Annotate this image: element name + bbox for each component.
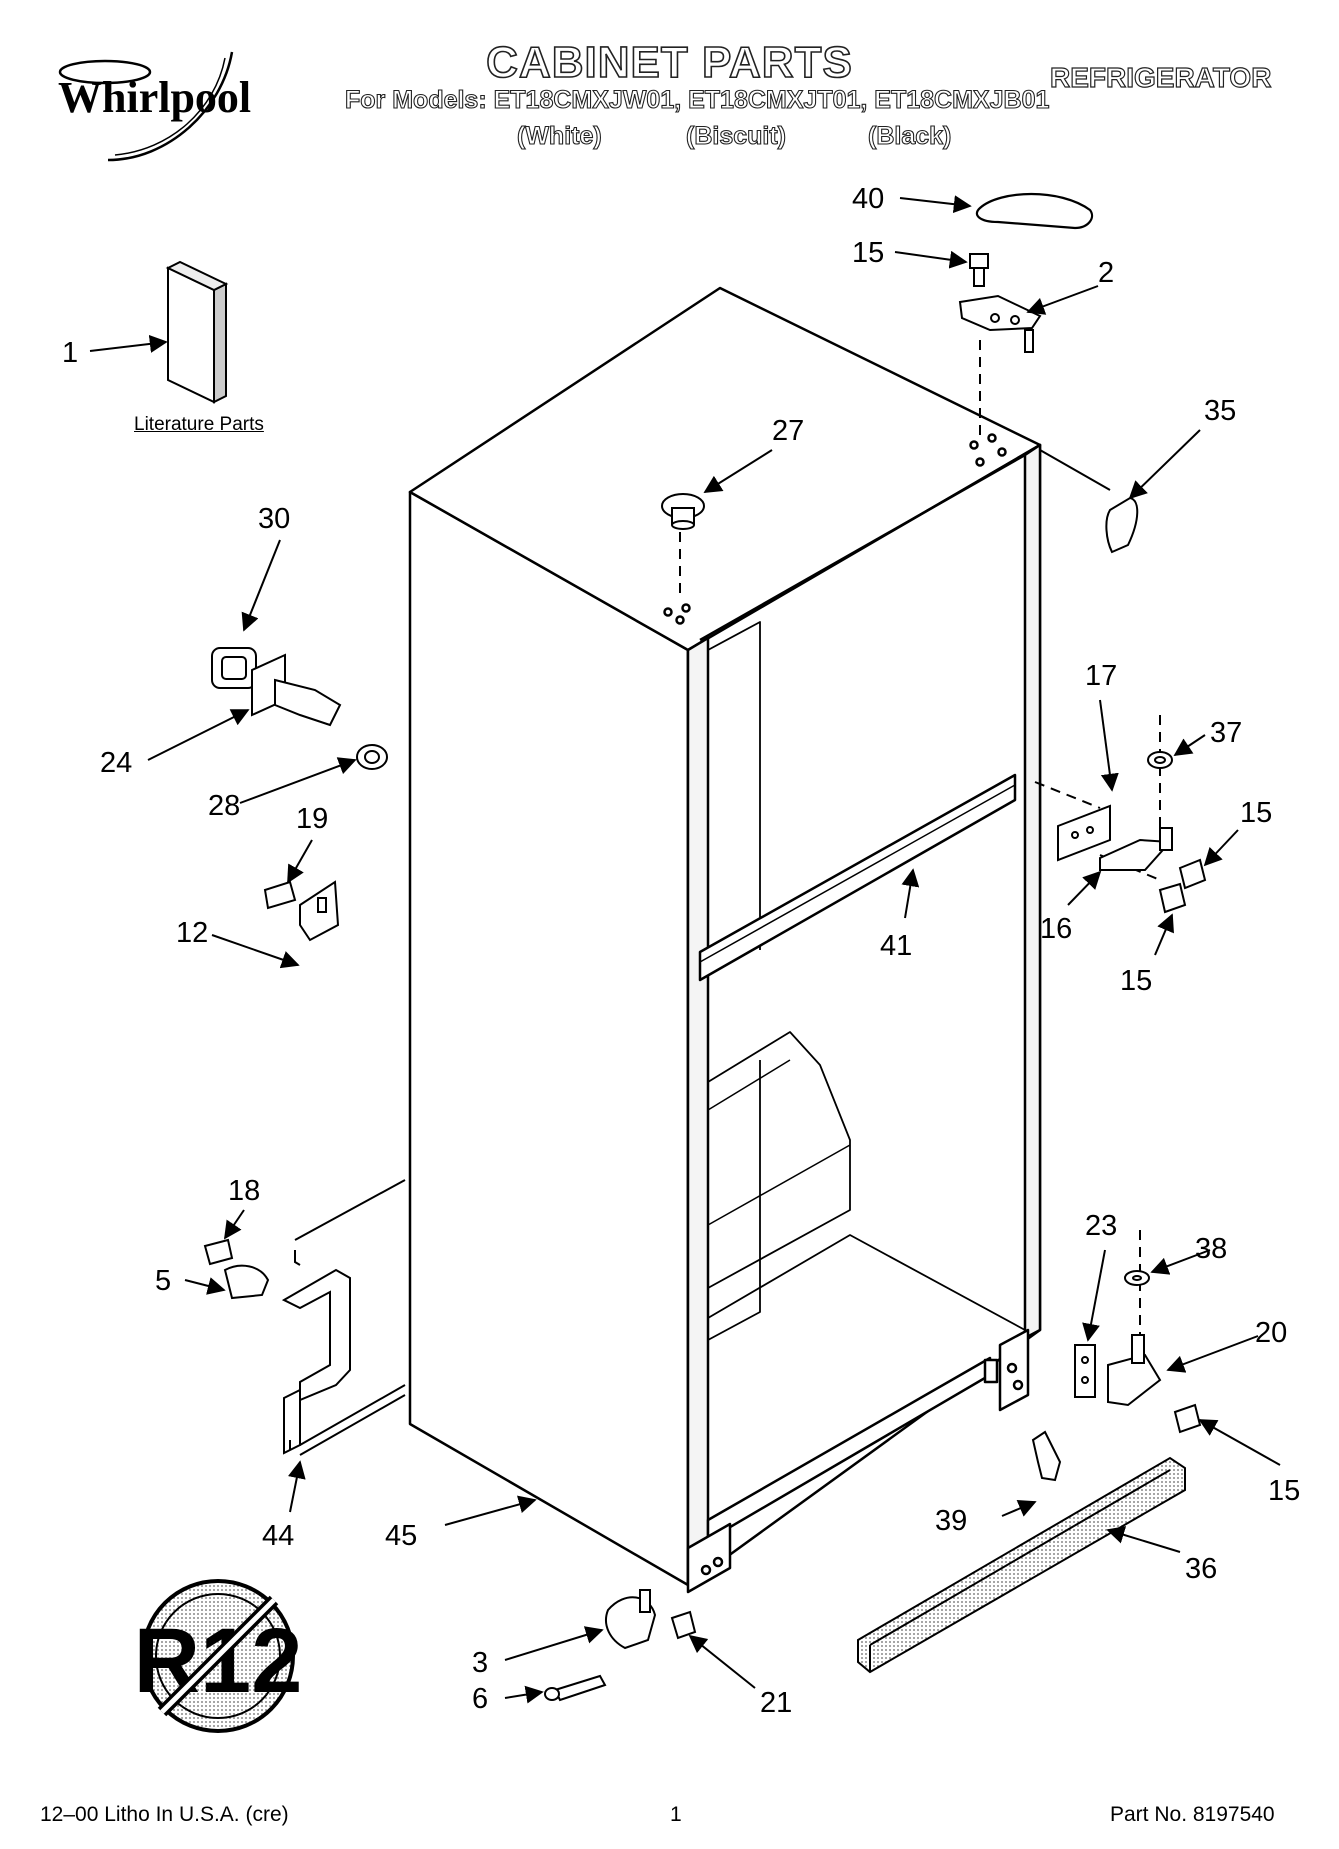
- footer-part-number: Part No. 8197540: [1110, 1803, 1275, 1826]
- hinge-cover: [1105, 496, 1139, 554]
- callout-37: 37: [1210, 717, 1242, 749]
- top-plug: [661, 493, 705, 530]
- callout-41: 41: [880, 930, 912, 962]
- callout-23: 23: [1085, 1210, 1117, 1242]
- no-r12-badge: R12: [134, 1579, 302, 1733]
- footer-litho: 12–00 Litho In U.S.A. (cre): [40, 1803, 289, 1826]
- cabinet-body: [408, 286, 1042, 1594]
- callout-36: 36: [1185, 1553, 1217, 1585]
- callout-30: 30: [258, 503, 290, 535]
- toe-grille-bracket: [203, 1179, 406, 1456]
- callout-17: 17: [1085, 660, 1117, 692]
- callout-44: 44: [262, 1520, 294, 1552]
- callout-5: 5: [155, 1265, 171, 1297]
- callout-2: 2: [1098, 257, 1114, 289]
- middle-hinge: [1057, 751, 1207, 914]
- appliance-type: REFRIGERATOR: [1049, 61, 1272, 93]
- callout-3: 3: [472, 1647, 488, 1679]
- callout-15-top: 15: [852, 237, 884, 269]
- top-hinge-screw: [969, 253, 989, 287]
- callout-15-extra: 15: [1120, 965, 1152, 997]
- callout-1: 1: [62, 337, 78, 369]
- handle-parts: [211, 647, 388, 770]
- callout-24: 24: [100, 747, 132, 779]
- leader-arrows: [89, 195, 1281, 1704]
- callout-12: 12: [176, 917, 208, 949]
- logo-swoosh: [58, 51, 234, 162]
- color-white: (White): [516, 121, 602, 150]
- callout-15-middle: 15: [1268, 1475, 1300, 1507]
- callout-20: 20: [1255, 1317, 1287, 1349]
- callout-labels: 1 2 3 5 6 12 15 15 15 15 15 16 17 18 19 …: [62, 183, 1300, 1719]
- top-hinge: [958, 294, 1042, 353]
- model-list: For Models: ET18CMXJW01, ET18CMXJT01, ET…: [344, 85, 1050, 114]
- door-stop-parts: [263, 880, 340, 942]
- callout-21: 21: [760, 1687, 792, 1719]
- callout-6: 6: [472, 1683, 488, 1715]
- whirlpool-logo: Whirlpool: [58, 73, 252, 122]
- literature-parts-label: Literature Parts: [134, 414, 264, 435]
- color-biscuit: (Biscuit): [685, 121, 786, 150]
- page-title: CABINET PARTS: [485, 37, 853, 88]
- callout-45: 45: [385, 1520, 417, 1552]
- bottom-hinge: [1074, 1270, 1202, 1434]
- callout-28: 28: [208, 790, 240, 822]
- callout-15-right: 15: [1240, 797, 1272, 829]
- grille-clip: [1031, 1430, 1062, 1482]
- color-black: (Black): [867, 121, 952, 150]
- callout-39: 39: [935, 1505, 967, 1537]
- callout-18: 18: [228, 1175, 260, 1207]
- footer-page-number: 1: [670, 1803, 682, 1826]
- callout-40: 40: [852, 183, 884, 215]
- callout-27: 27: [772, 415, 804, 447]
- hinge-cap: [975, 192, 1094, 230]
- bracket-line: [1039, 449, 1111, 491]
- callout-35: 35: [1204, 395, 1236, 427]
- callout-38: 38: [1195, 1233, 1227, 1265]
- leveling-parts: [544, 1589, 697, 1702]
- callout-16: 16: [1040, 913, 1072, 945]
- literature-booklet: [165, 260, 229, 404]
- callout-19: 19: [296, 803, 328, 835]
- toe-grille: [857, 1456, 1186, 1674]
